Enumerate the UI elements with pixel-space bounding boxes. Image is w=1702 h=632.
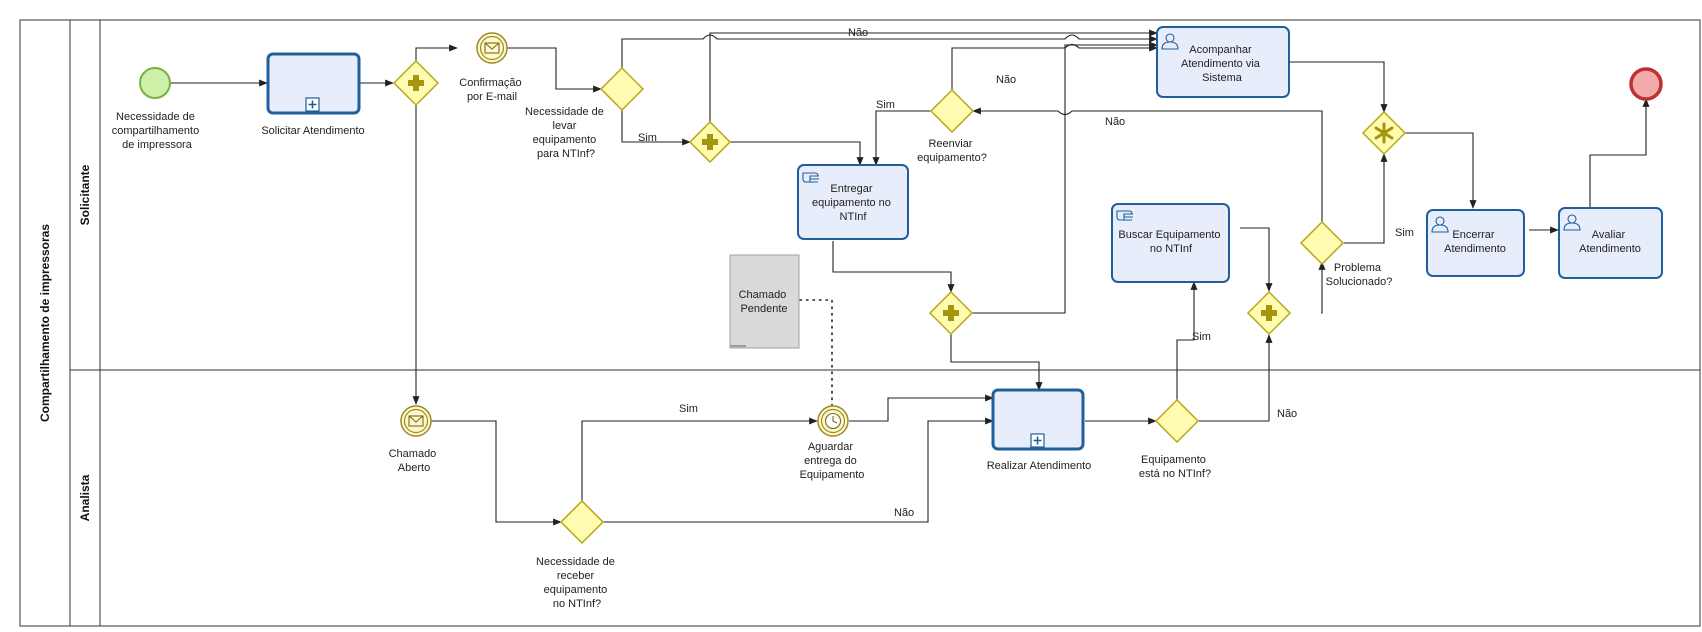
flow-label-sim-levar: Sim xyxy=(638,132,657,144)
manual-task-icon xyxy=(1116,210,1133,221)
task-avaliar[interactable] xyxy=(1558,207,1663,279)
label-chamado-aberto: Chamado Aberto xyxy=(389,448,440,474)
parallel-gateway-2 xyxy=(688,120,732,164)
subprocess-solicitar-atendimento[interactable] xyxy=(266,52,361,115)
clock-icon xyxy=(824,412,842,430)
label-acompanhar: Acompanhar Atendimento via Sistema xyxy=(1181,44,1263,84)
sequence-flows xyxy=(170,29,1650,526)
subprocess-plus-icon xyxy=(305,97,320,112)
exclusive-gateway-levar xyxy=(599,66,645,112)
pool: Compartilhamento de impressoras Solicita… xyxy=(19,19,1701,627)
label-aguardar: Aguardar entrega do Equipamento xyxy=(800,441,865,481)
task-buscar[interactable] xyxy=(1111,203,1230,283)
user-icon xyxy=(1563,214,1581,231)
label-entregar: Entregar equipamento no NTInf xyxy=(812,183,894,223)
task-encerrar[interactable] xyxy=(1426,209,1525,277)
subprocess-realizar-atendimento[interactable] xyxy=(991,388,1085,451)
plus-icon xyxy=(702,134,718,150)
parallel-gateway-3 xyxy=(928,290,974,336)
envelope-icon xyxy=(484,42,500,54)
exclusive-gateway-equipamento xyxy=(1154,398,1200,444)
label-necessidade-levar: Necessidade de levar equipamento para NT… xyxy=(525,106,607,160)
flow-label-sim-receber: Sim xyxy=(679,403,698,415)
parallel-gateway-1 xyxy=(392,59,440,107)
user-icon xyxy=(1431,216,1449,233)
start-event xyxy=(139,67,171,99)
labels: Necessidade de compartilhamento de impre… xyxy=(112,27,1641,610)
flow-label-nao-receber: Não xyxy=(894,507,914,519)
flow-label-nao-equipamento: Não xyxy=(1277,408,1297,420)
label-problema: Problema Solucionado? xyxy=(1326,262,1393,288)
label-reenviar: Reenviar equipamento? xyxy=(917,138,987,164)
label-encerrar: Encerrar Atendimento xyxy=(1444,229,1506,255)
task-acompanhar[interactable] xyxy=(1156,26,1290,98)
task-entregar[interactable] xyxy=(797,164,909,240)
label-confirmacao: Confirmação por E-mail xyxy=(459,77,524,103)
label-avaliar: Avaliar Atendimento xyxy=(1579,229,1641,255)
lane-solicitante-label: Solicitante xyxy=(78,164,92,225)
flow-label-nao-reenviar: Não xyxy=(996,74,1016,86)
exclusive-gateway-receber xyxy=(559,499,605,545)
label-chamado-pendente: Chamado Pendente xyxy=(739,289,790,315)
flow-label-sim-problema: Sim xyxy=(1395,227,1414,239)
label-equipamento-esta: Equipamento está no NTInf? xyxy=(1139,454,1211,480)
association-chamado-pendente xyxy=(799,299,833,406)
message-event-chamado-aberto xyxy=(400,405,432,437)
asterisk-icon xyxy=(1374,122,1394,144)
flow-label-nao-top: Não xyxy=(848,27,868,39)
exclusive-gateway-problema xyxy=(1299,220,1345,266)
timer-event-aguardar xyxy=(817,405,849,437)
label-necessidade-receber: Necessidade de receber equipamento no NT… xyxy=(536,556,618,610)
data-object-chamado-pendente xyxy=(729,254,800,349)
subprocess-plus-icon xyxy=(1030,433,1045,448)
envelope-icon xyxy=(408,415,424,427)
exclusive-gateway-reenviar xyxy=(929,88,975,134)
lane-analista-label: Analista xyxy=(78,474,92,521)
pool-frame xyxy=(19,19,1701,627)
flow-label-sim-buscar: Sim xyxy=(1192,331,1211,343)
flow-label-nao-problema: Não xyxy=(1105,116,1125,128)
end-event xyxy=(1629,67,1663,101)
label-solicitar: Solicitar Atendimento xyxy=(261,125,364,137)
complex-gateway xyxy=(1361,110,1407,156)
parallel-gateway-4 xyxy=(1246,290,1292,336)
message-event-confirmacao xyxy=(476,32,508,64)
plus-icon xyxy=(408,75,424,91)
manual-task-icon xyxy=(802,172,819,183)
pool-title: Compartilhamento de impressoras xyxy=(38,224,52,422)
plus-icon xyxy=(943,305,959,321)
user-icon xyxy=(1161,33,1179,50)
label-start-event: Necessidade de compartilhamento de impre… xyxy=(112,111,203,151)
plus-icon xyxy=(1261,305,1277,321)
flow-label-sim-reenviar: Sim xyxy=(876,99,895,111)
label-buscar: Buscar Equipamento no NTInf xyxy=(1118,229,1223,255)
label-realizar: Realizar Atendimento xyxy=(987,460,1092,472)
